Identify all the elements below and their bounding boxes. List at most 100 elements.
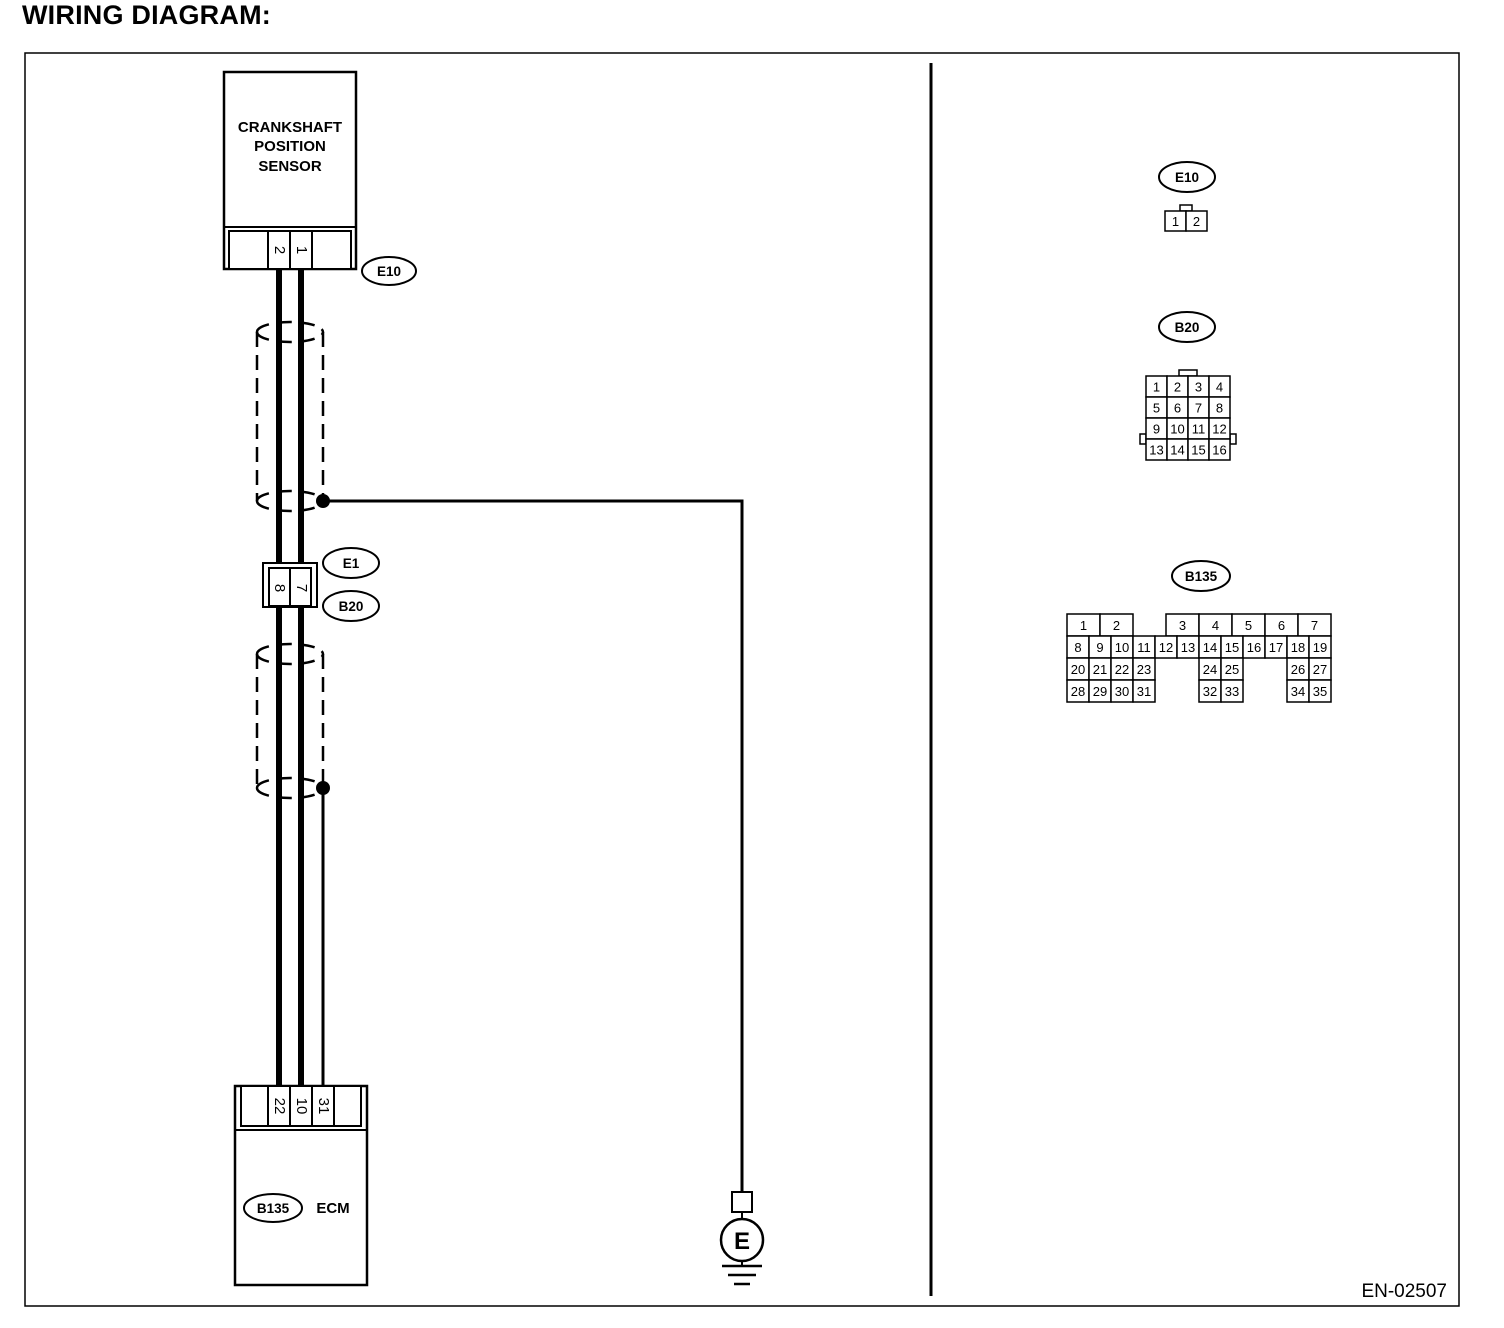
e1-tag-text: E1 <box>343 556 360 571</box>
b135-tag-text: B135 <box>257 1201 290 1216</box>
pin-number: 14 <box>1170 443 1184 458</box>
b20-connector-tag: B20 <box>322 590 380 622</box>
wire-harness <box>276 269 325 1086</box>
pin-number: 2 <box>1113 618 1120 633</box>
ecm-label: ECM <box>316 1200 349 1217</box>
pin-number: 1 <box>1153 380 1160 395</box>
pin-number: 21 <box>1093 662 1107 677</box>
pin-cell <box>1208 438 1231 461</box>
ground-symbol: E <box>719 1191 765 1286</box>
pin-number: 16 <box>1247 640 1261 655</box>
pin-number: 32 <box>1203 684 1217 699</box>
figure-code: EN-02507 <box>1361 1281 1447 1302</box>
pin-number: 23 <box>1137 662 1151 677</box>
ecm-pin-10: 10 <box>293 1098 310 1115</box>
b135-connector-tag <box>243 1193 303 1223</box>
pin-cell <box>1132 679 1156 703</box>
pin-number: 7 <box>1311 618 1318 633</box>
ground-e-label: E <box>734 1228 750 1255</box>
lower-shield <box>255 642 325 800</box>
pin-number: 4 <box>1212 618 1219 633</box>
pin-number: 14 <box>1203 640 1217 655</box>
page-title: WIRING DIAGRAM: <box>22 0 271 30</box>
pin-number: 2 <box>1193 214 1200 229</box>
pin-number: 11 <box>1192 422 1206 437</box>
pin-number: 3 <box>1195 380 1202 395</box>
pin-number: 6 <box>1278 618 1285 633</box>
b20-tag-text: B20 <box>339 599 364 614</box>
diagram-frame <box>24 52 1460 1307</box>
drain-wire-to-ground <box>323 499 744 1192</box>
pin-number: 15 <box>1191 443 1205 458</box>
upper-shield-splice <box>316 494 330 508</box>
sensor-label-line-3: SENSOR <box>258 158 322 175</box>
ecm-pin-31: 31 <box>315 1098 332 1115</box>
pin-number: 26 <box>1291 662 1305 677</box>
e10-connector-tag: E10 <box>361 256 417 286</box>
pin-number: 3 <box>1179 618 1186 633</box>
pin-number: 30 <box>1115 684 1129 699</box>
sensor-label-line-2: POSITION <box>254 138 326 155</box>
pin-number: 4 <box>1216 380 1223 395</box>
lower-shield-splice <box>316 781 330 795</box>
pin-number: 17 <box>1269 640 1283 655</box>
pin-number: 18 <box>1291 640 1305 655</box>
pin-number: 2 <box>1174 380 1181 395</box>
e10-tag-text: E10 <box>377 264 401 279</box>
pin-number: 1 <box>1080 618 1087 633</box>
pin-number: 15 <box>1225 640 1239 655</box>
pin-number: 6 <box>1174 401 1181 416</box>
sensor-pin-2: 2 <box>271 246 288 254</box>
pin-number: 22 <box>1115 662 1129 677</box>
pin-number: 1 <box>1172 214 1179 229</box>
pin-number: 29 <box>1093 684 1107 699</box>
pin-number: 27 <box>1313 662 1327 677</box>
pin-number: 7 <box>1195 401 1202 416</box>
pin-number: 33 <box>1225 684 1239 699</box>
ecm-box: 22 10 31 B135 ECM <box>233 1084 369 1287</box>
pin-number: 10 <box>1115 640 1129 655</box>
pin-number: 9 <box>1153 422 1160 437</box>
ecm-pin-22: 22 <box>271 1098 288 1115</box>
pin-cell <box>1220 679 1244 703</box>
pin-number: 11 <box>1137 640 1151 655</box>
pin-number: 19 <box>1313 640 1327 655</box>
pin-number: 25 <box>1225 662 1239 677</box>
view-b20-code: B20 <box>1175 320 1200 335</box>
view-b135-code: B135 <box>1185 569 1218 584</box>
joint-connector-e1-b20: 8 7 <box>262 562 318 608</box>
view-e10-code: E10 <box>1175 170 1199 185</box>
pin-number: 31 <box>1137 684 1151 699</box>
pin-number: 28 <box>1071 684 1085 699</box>
pin-number: 8 <box>1074 640 1081 655</box>
joint-pin-8: 8 <box>271 584 288 592</box>
sensor-pin-1: 1 <box>293 246 310 254</box>
upper-shield <box>255 320 325 513</box>
pin-number: 24 <box>1203 662 1217 677</box>
pin-number: 13 <box>1181 640 1195 655</box>
pin-number: 12 <box>1159 640 1173 655</box>
pin-cell <box>1308 679 1332 703</box>
pin-number: 34 <box>1291 684 1305 699</box>
joint-pin-7: 7 <box>293 584 310 592</box>
pin-number: 5 <box>1153 401 1160 416</box>
pin-number: 13 <box>1149 443 1163 458</box>
pin-number: 35 <box>1313 684 1327 699</box>
crankshaft-position-sensor: CRANKSHAFT POSITION SENSOR 2 1 <box>222 70 358 271</box>
sensor-label-line-1: CRANKSHAFT <box>238 119 342 136</box>
pin-cell <box>1185 210 1208 232</box>
pin-number: 16 <box>1212 443 1226 458</box>
pin-number: 12 <box>1212 422 1226 437</box>
pin-number: 5 <box>1245 618 1252 633</box>
pin-number: 8 <box>1216 401 1223 416</box>
pin-number: 20 <box>1071 662 1085 677</box>
pin-number: 9 <box>1096 640 1103 655</box>
e1-connector-tag: E1 <box>322 547 380 579</box>
